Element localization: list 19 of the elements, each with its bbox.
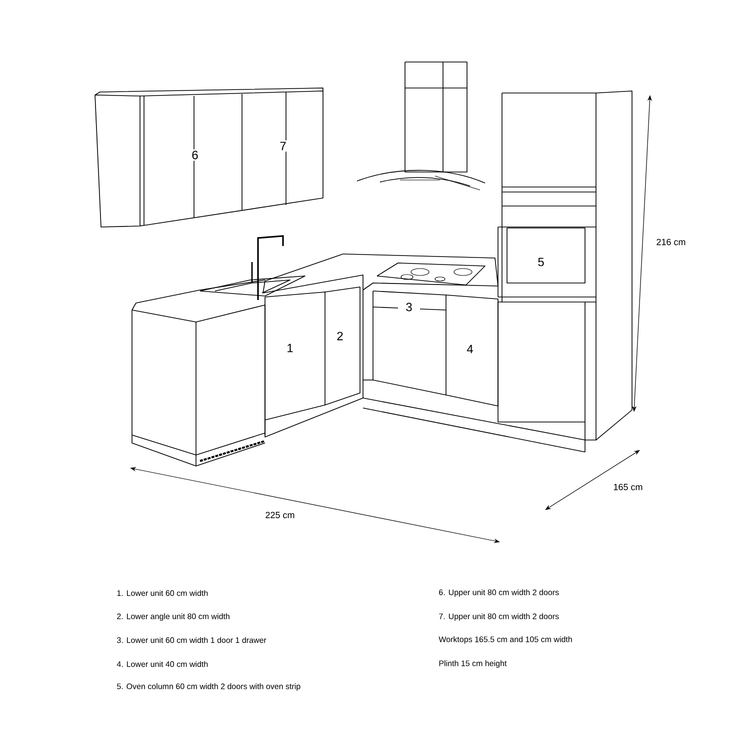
note-text: 3. Lower unit 60 cm width 1 door 1 drawer (117, 637, 266, 643)
note-text: 2. Lower angle unit 80 cm width (117, 613, 230, 621)
note-text: 5. Oven column 60 cm width 2 doors with oven strip (117, 683, 300, 691)
dimension-label: 225 cm (266, 512, 294, 518)
callout-number: 5 (536, 256, 546, 268)
callout-number: 6 (190, 149, 200, 161)
note-text: 6. Upper unit 80 cm width 2 doors (439, 589, 559, 597)
dimension-label: 165 cm (614, 484, 642, 490)
note-text: 7. Upper unit 80 cm width 2 doors (439, 613, 559, 621)
callout-number: 4 (465, 343, 475, 355)
callout-number: 2 (335, 330, 345, 342)
note-text: 4. Lower unit 40 cm width (116, 661, 208, 667)
note-text: Plinth 15 cm height (439, 660, 507, 668)
callout-number: 3 (404, 301, 414, 313)
dimension-label: 216 cm (656, 238, 686, 246)
note-text: 1. Lower unit 60 cm width (117, 590, 208, 596)
note-text: Worktops 165.5 cm and 105 cm width (438, 636, 572, 644)
callout-number: 1 (285, 342, 295, 354)
callout-number: 7 (278, 140, 288, 152)
